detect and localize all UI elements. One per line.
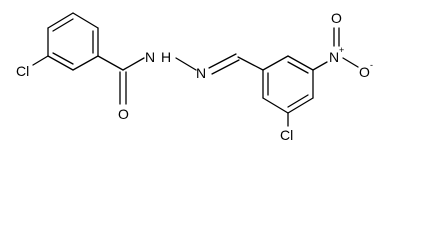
bond-n-ch-double	[208, 53, 237, 69]
atom-n-imine: N	[196, 65, 206, 81]
bond	[287, 55, 314, 71]
left-benzene-ring	[47, 12, 99, 71]
bond-n-n	[175, 57, 197, 71]
atom-cl-left: Cl	[16, 63, 29, 79]
bond	[287, 97, 314, 114]
bond	[47, 55, 74, 71]
aromatic-bond	[52, 52, 74, 65]
right-benzene-ring	[262, 55, 314, 114]
bond-c-cl-left	[32, 55, 49, 66]
bond-c-nh	[122, 57, 145, 71]
bond-n-o-single	[342, 57, 359, 68]
bond	[72, 55, 99, 71]
bond	[262, 55, 289, 71]
bond-n-ch-double	[211, 59, 240, 75]
bond	[47, 12, 74, 29]
chemical-structure: Cl O N H N Cl N + O O -	[16, 10, 373, 143]
atom-o-nitro-top: O	[331, 10, 342, 26]
atom-n-nitro: N	[329, 49, 339, 65]
atom-h: H	[161, 49, 171, 65]
atom-o-nitro-right: O	[359, 64, 370, 80]
bond	[72, 12, 99, 29]
bond-ch-ring	[237, 56, 264, 71]
atom-nh: N	[145, 49, 155, 65]
nitro-n-charge: +	[339, 45, 344, 55]
aromatic-bond	[52, 18, 74, 32]
aromatic-bond	[287, 61, 309, 74]
bond-ring-carbonyl	[97, 55, 124, 71]
atom-o-carbonyl: O	[118, 106, 129, 122]
bond	[262, 97, 289, 114]
atom-cl-right: Cl	[280, 127, 293, 143]
nitro-o-charge: -	[370, 60, 373, 70]
aromatic-bond	[287, 94, 309, 108]
bond-c-n-nitro	[312, 61, 328, 71]
